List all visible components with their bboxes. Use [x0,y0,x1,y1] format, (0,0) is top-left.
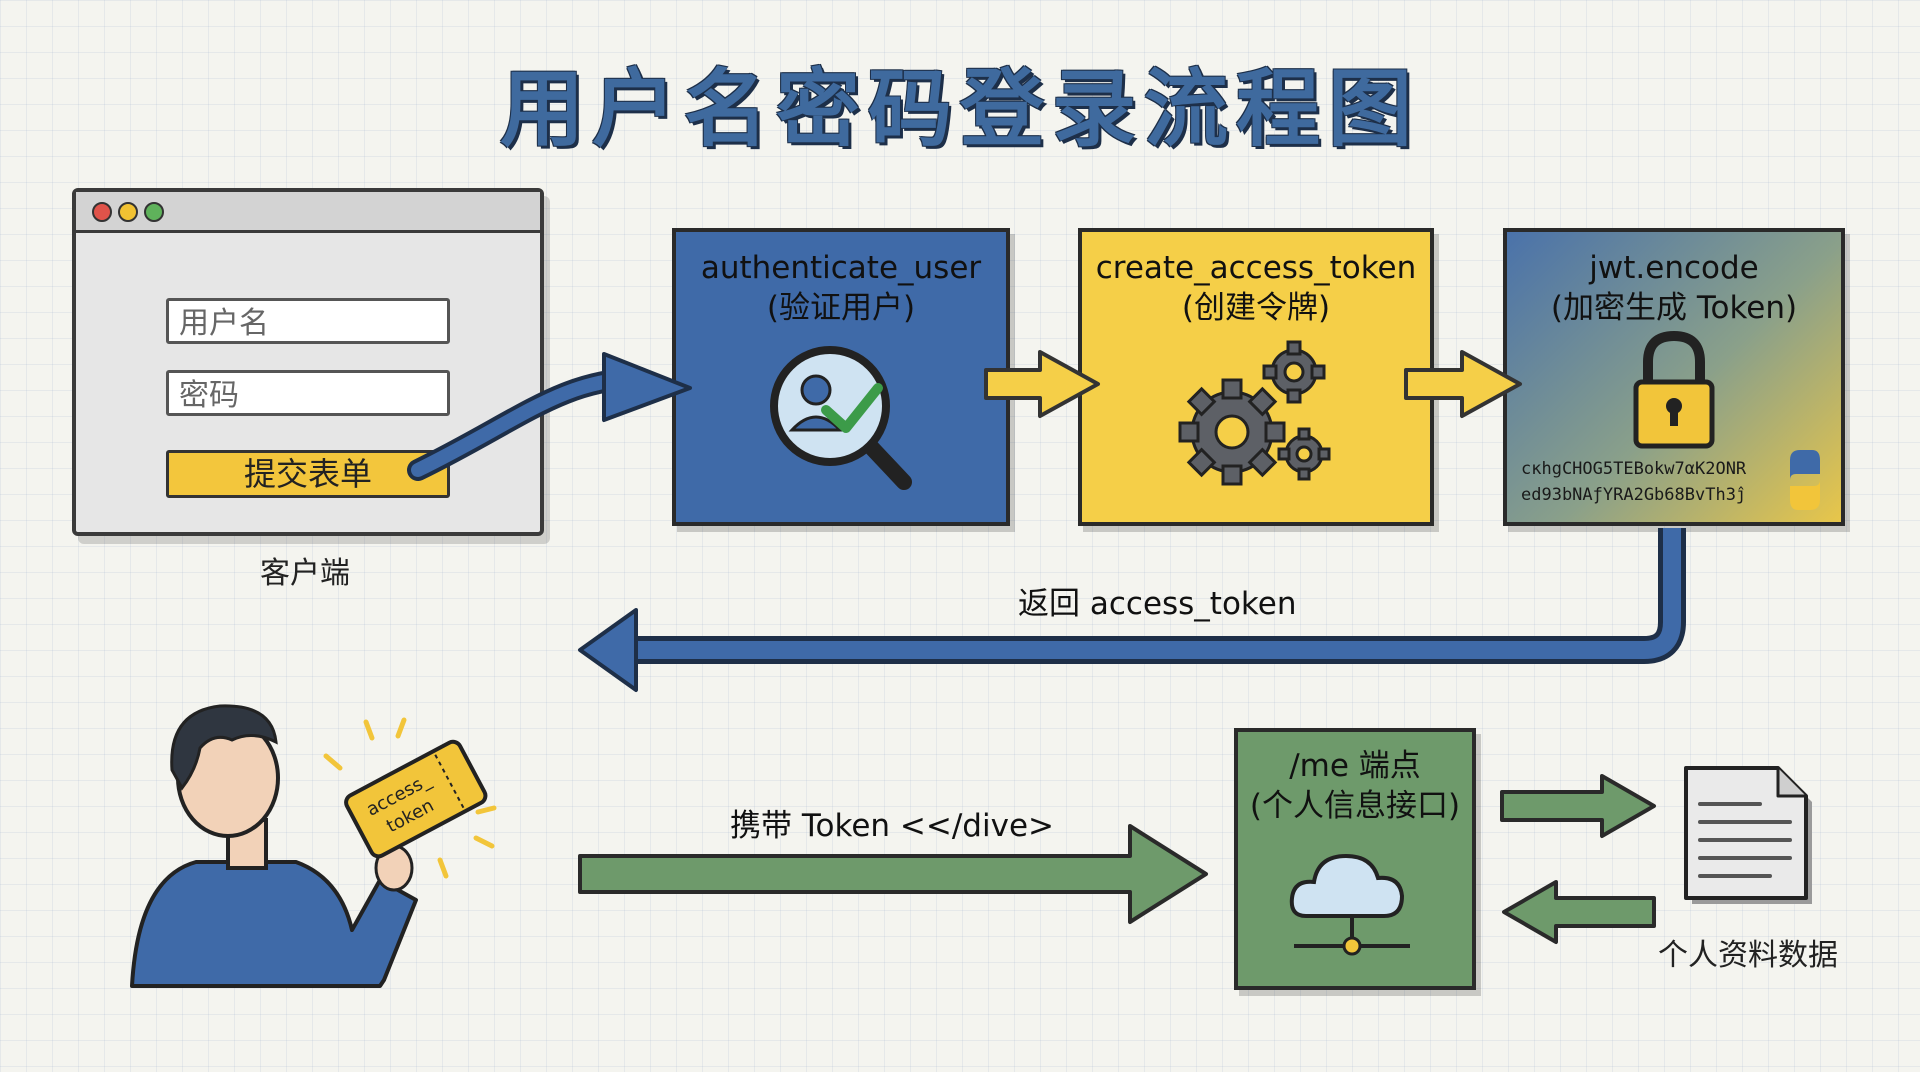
client-caption: 客户端 [260,556,350,591]
endpoint-to-data-arrow [1500,774,1656,838]
carry-token-label: 携带 Token <</dive> [730,808,1054,844]
authenticate-user-title: authenticate_user [700,250,982,286]
browser-title-bar [76,192,540,233]
data-to-endpoint-arrow [1502,880,1656,944]
profile-data-caption: 个人资料数据 [1658,938,1838,973]
carry-token-arrow [578,824,1208,924]
me-endpoint-title: /me 端点 [1289,748,1421,784]
submit-to-auth-arrow [407,352,692,481]
return-token-label: 返回 access_token [1018,586,1297,622]
token-line-1: cĸhgCHOG5TEBokw7αK2ONR [1521,459,1747,479]
cloud-icon [1289,853,1410,956]
jwt-encode-title: jwt.encode [1589,250,1759,286]
create-access-token-subtitle: (创建令牌) [1181,290,1331,326]
python-logo-icon [1790,450,1820,510]
jwt-encode-box: jwt.encode (加密生成 Token) cĸhgCHOG5TEBokw7… [1503,228,1845,526]
close-dot-icon [92,202,112,222]
create-to-jwt-arrow [1404,350,1522,418]
page-title: 用户名密码登录流程图 [499,60,1420,158]
auth-to-create-arrow [984,350,1100,418]
padlock-icon [1633,330,1715,449]
me-endpoint-subtitle: (个人信息接口) [1249,788,1461,824]
create-access-token-box: create_access_token (创建令牌) [1078,228,1434,526]
password-input[interactable]: 密码 [166,370,450,416]
return-token-arrow [578,528,1686,692]
minimize-dot-icon [118,202,138,222]
username-input[interactable]: 用户名 [166,298,450,344]
ticket-sparkle-lines [323,717,497,879]
maximize-dot-icon [144,202,164,222]
access-token-ticket-icon: access_ token [344,739,488,859]
create-access-token-title: create_access_token [1095,250,1417,286]
submit-form-button[interactable]: 提交表单 [166,450,450,498]
jwt-encode-subtitle: (加密生成 Token) [1550,290,1798,326]
magnifier-user-check-icon [770,346,912,490]
token-line-2: ed93bNAƒYRA2Gb68BvTh3ĵ [1521,485,1747,505]
gears-icon [1178,340,1331,486]
client-browser-window: 用户名 密码 提交表单 [72,188,544,536]
authenticate-user-subtitle: (验证用户) [766,290,916,326]
document-icon [1684,766,1812,904]
